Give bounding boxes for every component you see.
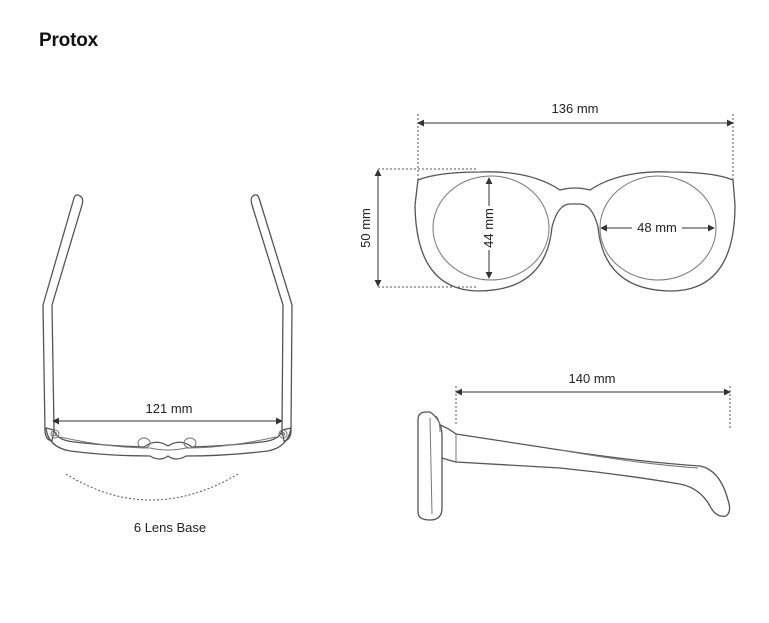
hinge-left — [50, 429, 60, 439]
right-lens — [599, 175, 717, 281]
lens-width-label: 48 mm — [637, 220, 677, 235]
front-view: 136 mm 50 mm 44 mm 48 mm — [358, 101, 736, 292]
side-view: 140 mm — [417, 371, 731, 521]
frame-front-outline — [414, 171, 736, 292]
left-temple-arm — [42, 194, 84, 442]
left-lens — [432, 175, 550, 281]
frame-front-top — [45, 427, 292, 460]
lens-base-label: 6 Lens Base — [134, 520, 206, 535]
nose-pad-right — [183, 437, 197, 449]
lens-base-arc — [65, 473, 239, 501]
temple-length-label: 140 mm — [569, 371, 616, 386]
hinge-right — [278, 429, 288, 439]
frame-width-label: 136 mm — [552, 101, 599, 116]
outer-height-label: 50 mm — [358, 208, 373, 248]
temple-arm-side — [439, 424, 731, 517]
product-title: Protox — [39, 30, 98, 51]
temple-width-label: 121 mm — [146, 401, 193, 416]
lens-height-label: 44 mm — [481, 208, 496, 248]
top-view: 121 mm 6 Lens Base — [42, 194, 293, 535]
right-temple-arm — [250, 194, 293, 442]
nose-pad-left — [137, 437, 151, 449]
